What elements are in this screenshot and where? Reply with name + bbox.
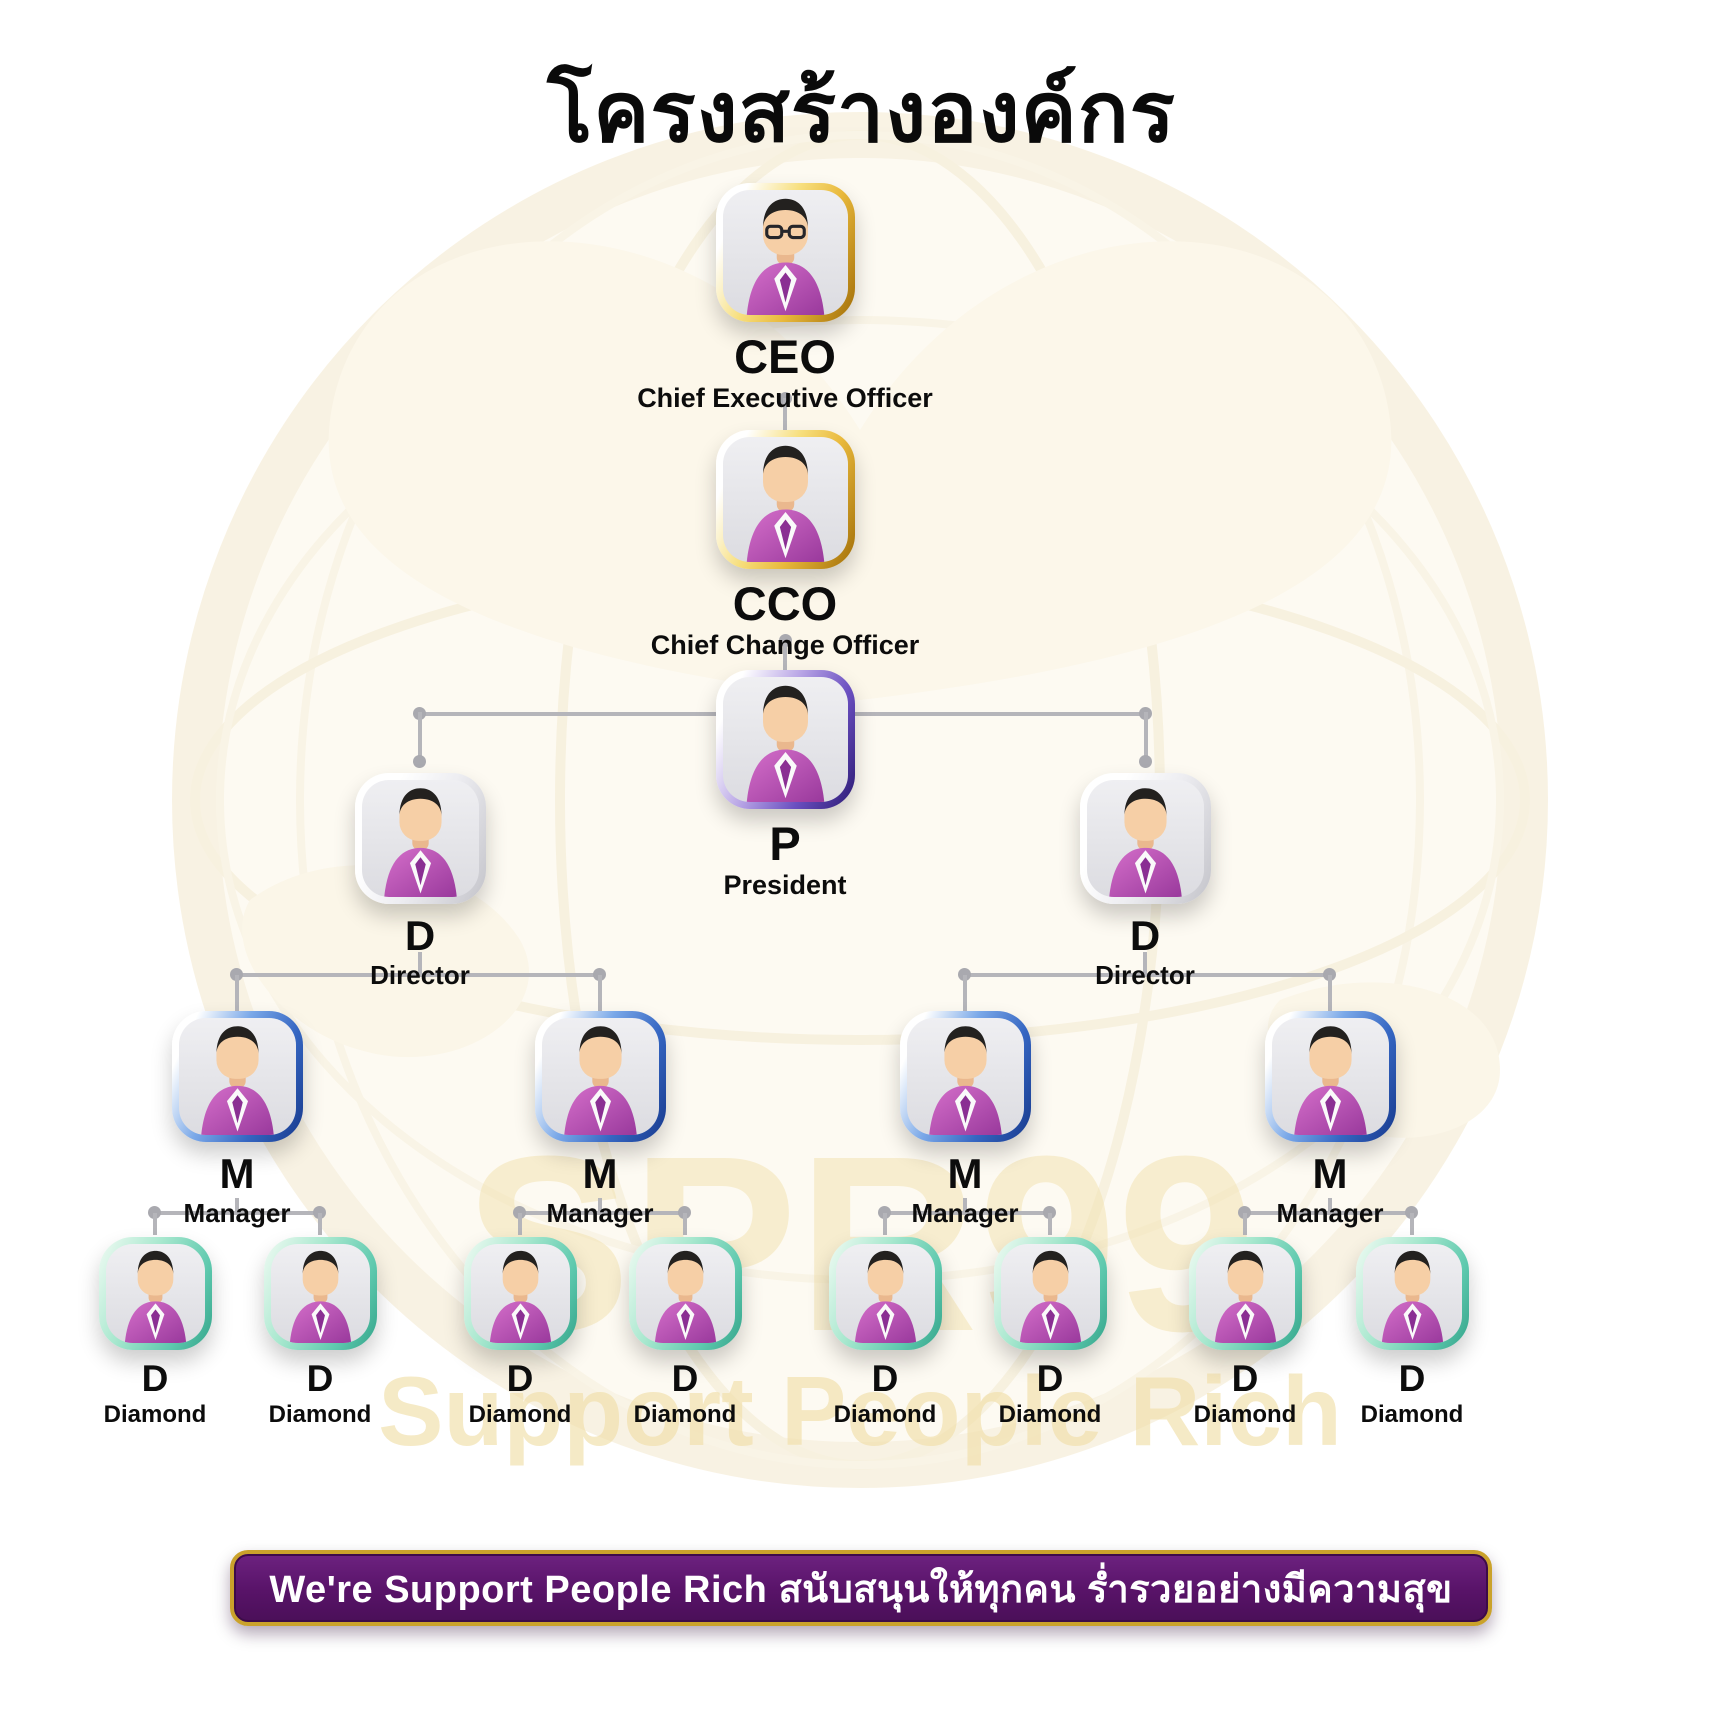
cco-role: Chief Change Officer [650,630,920,661]
org-node-ceo: CEO Chief Executive Officer [635,183,935,414]
org-node-diamond-4: D Diamond [585,1237,785,1428]
director-avatar [1079,773,1211,904]
president-avatar [715,670,855,809]
connector-dot [148,1206,161,1219]
diamond-abbr: D [506,1358,534,1399]
manager-role: Manager [183,1198,291,1229]
diamond-role: Diamond [633,1400,737,1428]
person-icon [1019,1250,1081,1343]
person-icon [563,1026,637,1135]
manager-abbr: M [582,1150,618,1197]
connector-dot [1139,755,1152,768]
person-icon [383,788,457,897]
manager-avatar [899,1011,1031,1142]
director-abbr: D [404,912,436,959]
connector-line [235,975,239,1011]
person-icon [746,685,824,802]
org-node-cco: CCO Chief Change Officer [635,430,935,661]
diamond-role: Diamond [268,1400,372,1428]
org-node-director-2: D Director [995,773,1295,990]
diamond-avatar [1188,1237,1302,1350]
connector-line [598,975,602,1011]
person-icon [654,1250,716,1343]
diamond-role: Diamond [468,1400,572,1428]
person-icon [1293,1026,1367,1135]
manager-role: Manager [546,1198,654,1229]
president-abbr: P [769,817,801,870]
manager-avatar [1264,1011,1396,1142]
person-icon [854,1250,916,1343]
diamond-role: Diamond [1193,1400,1297,1428]
director-role: Director [370,960,470,991]
connector-line [153,1213,157,1235]
director-avatar [354,773,486,904]
manager-avatar [534,1011,666,1142]
org-node-manager-3: M Manager [815,1011,1115,1228]
diamond-role: Diamond [1360,1400,1464,1428]
person-icon [489,1250,551,1343]
diamond-avatar [463,1237,577,1350]
manager-abbr: M [1312,1150,1348,1197]
diamond-abbr: D [671,1358,699,1399]
ceo-avatar [715,183,855,322]
org-node-manager-4: M Manager [1180,1011,1480,1228]
connector-line [963,975,967,1011]
connector-dot [413,755,426,768]
diamond-avatar [98,1237,212,1350]
connector-line [1328,975,1332,1011]
person-icon [1108,788,1182,897]
diamond-abbr: D [1231,1358,1259,1399]
diamond-abbr: D [141,1358,169,1399]
manager-abbr: M [219,1150,255,1197]
cco-abbr: CCO [732,577,838,630]
person-icon [746,445,824,562]
diamond-abbr: D [306,1358,334,1399]
director-abbr: D [1129,912,1161,959]
diamond-role: Diamond [833,1400,937,1428]
footer-banner-text: We're Support People Rich สนับสนุนให้ทุก… [269,1568,1453,1611]
diamond-abbr: D [1036,1358,1064,1399]
diamond-abbr: D [871,1358,899,1399]
org-node-manager-1: M Manager [87,1011,387,1228]
manager-avatar [171,1011,303,1142]
diamond-avatar [628,1237,742,1350]
org-node-diamond-8: D Diamond [1312,1237,1512,1428]
diamond-abbr: D [1398,1358,1426,1399]
page-title: โครงสร้างองค์กร [547,65,1176,159]
org-node-manager-2: M Manager [450,1011,750,1228]
cco-avatar [715,430,855,569]
org-node-diamond-2: D Diamond [220,1237,420,1428]
org-node-president: P President [635,670,935,901]
person-icon [1381,1250,1443,1343]
manager-role: Manager [1276,1198,1384,1229]
ceo-abbr: CEO [734,330,836,383]
ceo-role: Chief Executive Officer [637,383,933,414]
diamond-role: Diamond [998,1400,1102,1428]
person-icon [200,1026,274,1135]
diamond-avatar [263,1237,377,1350]
footer-banner: We're Support People Rich สนับสนุนให้ทุก… [230,1550,1492,1626]
manager-abbr: M [947,1150,983,1197]
person-icon [124,1250,186,1343]
person-icon [746,198,824,315]
person-icon [289,1250,351,1343]
diamond-role: Diamond [103,1400,207,1428]
manager-role: Manager [911,1198,1019,1229]
person-icon [928,1026,1002,1135]
diamond-avatar [993,1237,1107,1350]
person-icon [1214,1250,1276,1343]
director-role: Director [1095,960,1195,991]
president-role: President [723,870,847,901]
org-node-diamond-6: D Diamond [950,1237,1150,1428]
org-node-director-1: D Director [270,773,570,990]
diamond-avatar [1355,1237,1469,1350]
diamond-avatar [828,1237,942,1350]
